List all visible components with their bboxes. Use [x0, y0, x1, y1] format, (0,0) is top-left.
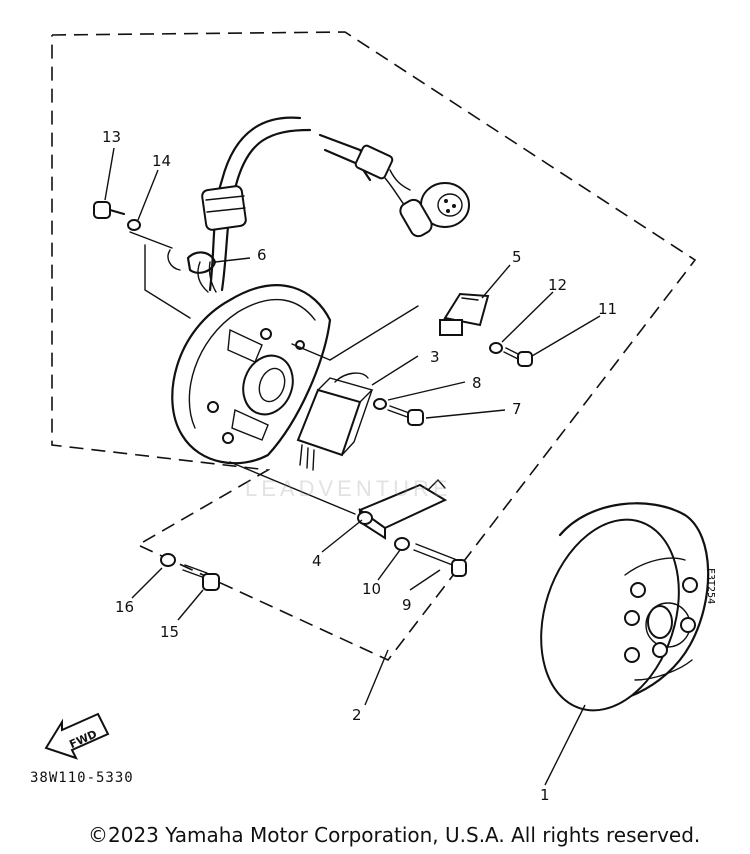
- callout-13: 13: [102, 128, 121, 146]
- callout-11: 11: [598, 300, 617, 318]
- rotor-marking: F3T254: [705, 568, 716, 604]
- copyright-notice: ©2023 Yamaha Motor Corporation, U.S.A. A…: [88, 823, 701, 847]
- source-coil: [357, 478, 448, 540]
- callout-5: 5: [512, 248, 522, 266]
- screw-11: [503, 347, 533, 367]
- screw-7: [387, 405, 424, 426]
- assembly-boundary: [51, 31, 697, 661]
- charge-coil: [296, 372, 374, 471]
- washer-16: [160, 553, 176, 567]
- washer-8: [373, 398, 387, 410]
- callout-2: 2: [352, 706, 362, 724]
- callout-12: 12: [548, 276, 567, 294]
- drawing-code: 38W110-5330: [30, 770, 134, 786]
- washer-14: [127, 219, 141, 231]
- stator-plate: [171, 284, 332, 465]
- washer-12: [489, 342, 503, 354]
- callout-8: 8: [472, 374, 482, 392]
- callout-6: 6: [257, 246, 267, 264]
- callout-7: 7: [512, 400, 522, 418]
- callout-4: 4: [312, 552, 322, 570]
- screw-15: [182, 564, 220, 591]
- callout-14: 14: [152, 152, 171, 170]
- callout-9: 9: [402, 596, 412, 614]
- forward-arrow-icon: FWD: [44, 712, 110, 760]
- callout-10: 10: [362, 580, 381, 598]
- wire-harness: [197, 116, 470, 293]
- flywheel-rotor: F3T254: [540, 502, 716, 712]
- callout-3: 3: [430, 348, 440, 366]
- callout-1: 1: [540, 786, 550, 804]
- pickup-coil: [439, 292, 490, 336]
- watermark: LEADVENTURE: [245, 476, 452, 501]
- callout-15: 15: [160, 623, 179, 641]
- callout-16: 16: [115, 598, 134, 616]
- screw-13: [93, 201, 126, 219]
- screw-9: [413, 543, 467, 577]
- wire-clamp: [167, 249, 217, 274]
- washer-10: [394, 537, 410, 551]
